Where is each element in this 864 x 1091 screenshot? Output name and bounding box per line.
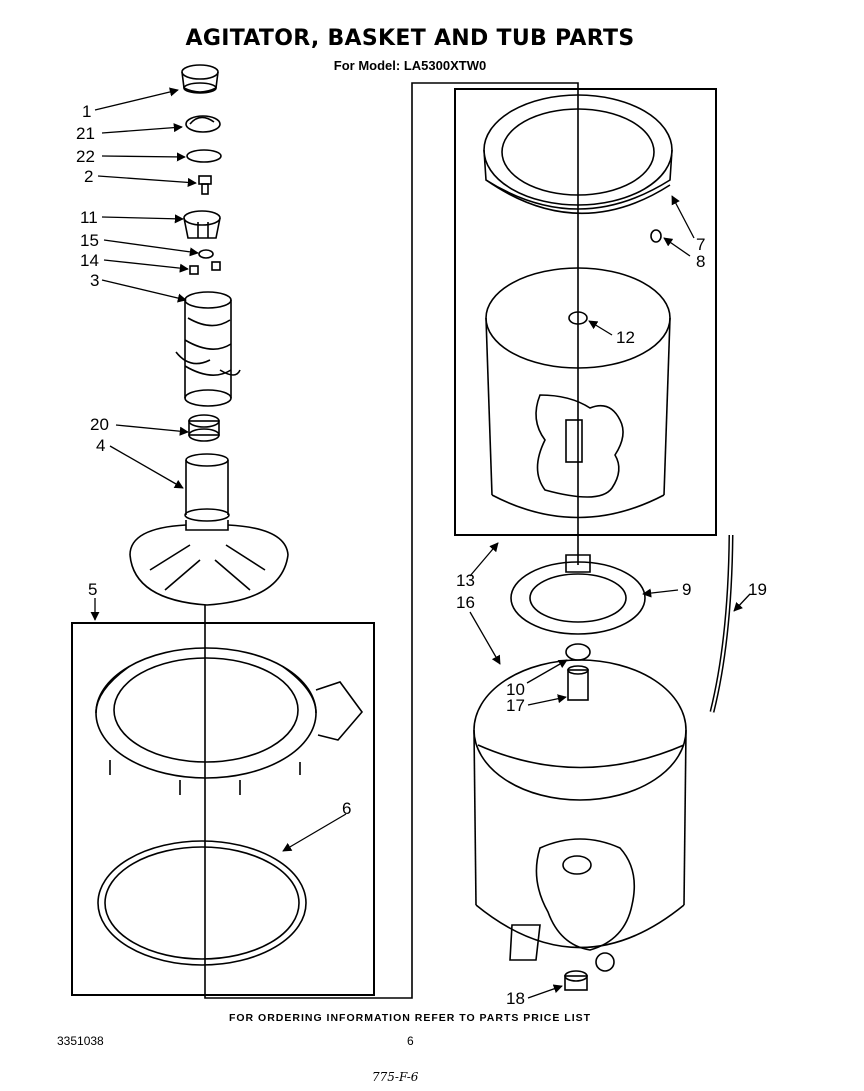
callout-13: 13 xyxy=(456,571,475,590)
leader-lines xyxy=(90,87,751,999)
callout-21: 21 xyxy=(76,124,95,143)
callout-20: 20 xyxy=(90,415,109,434)
part-14-dog xyxy=(189,265,199,275)
part-basket xyxy=(485,267,671,519)
part-20-dog-assembly xyxy=(188,414,220,442)
document-number: 3351038 xyxy=(57,1034,104,1048)
part-14-dog-b xyxy=(211,261,221,271)
callout-5: 5 xyxy=(88,580,97,599)
handwritten-note: 775-F-6 xyxy=(372,1070,419,1084)
part-7-basket-ring xyxy=(483,94,673,215)
assembly-path-line xyxy=(204,82,579,999)
group-box-tub-ring xyxy=(71,622,375,996)
callout-17: 17 xyxy=(506,696,525,715)
callout-10: 10 xyxy=(506,680,525,699)
ordering-info-footer: FOR ORDERING INFORMATION REFER TO PARTS … xyxy=(228,1012,592,1024)
part-8-clip xyxy=(650,229,662,243)
part-21-clip xyxy=(185,115,221,133)
callout-18: 18 xyxy=(506,989,525,1008)
part-10-ring xyxy=(565,643,591,661)
callout-6: 6 xyxy=(342,799,351,818)
callout-14: 14 xyxy=(80,251,99,270)
callout-3: 3 xyxy=(90,271,99,290)
callout-1: 1 xyxy=(82,102,91,121)
part-9-drive-bearing xyxy=(510,554,646,635)
callout-16: 16 xyxy=(456,593,475,612)
part-5-tub-ring xyxy=(95,647,364,795)
part-11-cam xyxy=(183,210,221,239)
callout-2: 2 xyxy=(84,167,93,186)
callout-9: 9 xyxy=(682,580,691,599)
part-4-agitator-base xyxy=(129,453,289,606)
callout-8: 8 xyxy=(696,252,705,271)
part-19-hose xyxy=(709,534,734,713)
callout-19: 19 xyxy=(748,580,767,599)
callout-labels: 1 21 22 2 11 15 14 3 20 4 5 6 7 8 12 13 … xyxy=(76,102,767,1008)
callout-4: 4 xyxy=(96,436,105,455)
part-2-bolt xyxy=(198,175,212,195)
callout-7: 7 xyxy=(696,235,705,254)
part-18-drain-plug xyxy=(564,970,588,991)
part-22-o-ring xyxy=(186,149,222,163)
part-16-outer-tub xyxy=(473,659,687,972)
part-15-washer xyxy=(198,249,214,259)
part-agitator-cap xyxy=(181,64,219,94)
page-title: AGITATOR, BASKET AND TUB PARTS xyxy=(185,26,635,51)
callout-12: 12 xyxy=(616,328,635,347)
part-3-agitator-barrel xyxy=(175,291,241,407)
callout-11: 11 xyxy=(80,208,98,227)
part-6-ring-gasket xyxy=(97,840,307,966)
page-number: 6 xyxy=(407,1034,414,1048)
callout-15: 15 xyxy=(80,231,99,250)
part-12-hub-nut xyxy=(568,311,588,325)
model-subtitle: For Model: LA5300XTW0 xyxy=(333,58,487,73)
part-17-seal xyxy=(567,665,589,701)
callout-22: 22 xyxy=(76,147,95,166)
group-box-basket xyxy=(454,88,717,536)
